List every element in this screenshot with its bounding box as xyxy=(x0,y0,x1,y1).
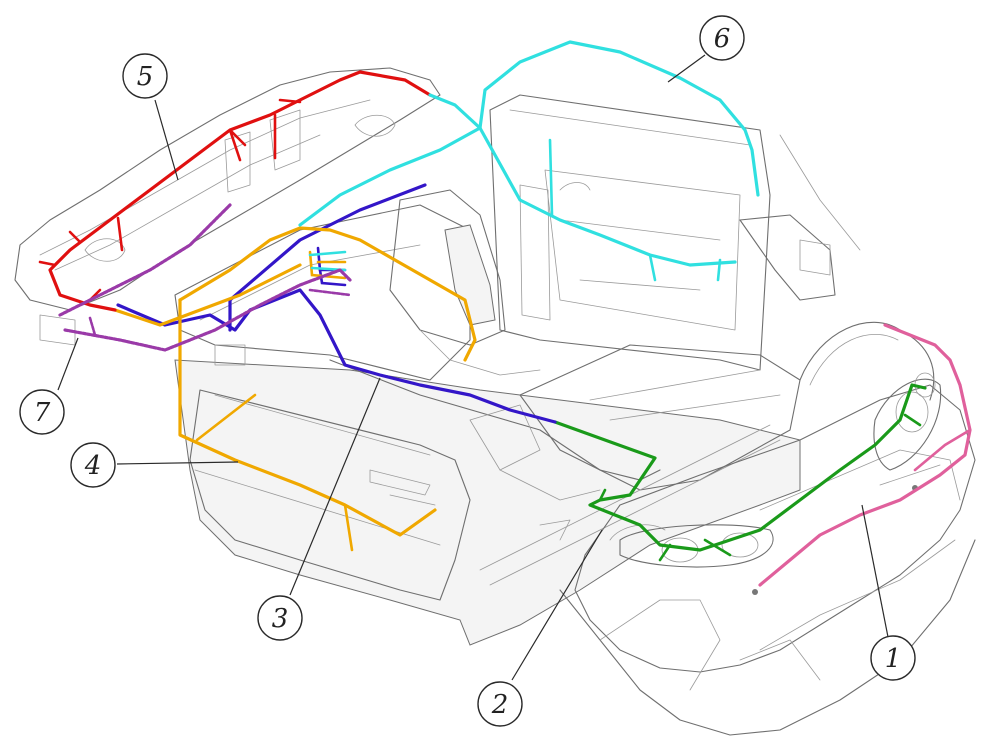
rear-suspension xyxy=(739,214,836,301)
leader-4 xyxy=(116,461,239,465)
harness-4-branch-a xyxy=(195,393,257,442)
harness-5-route xyxy=(48,70,432,312)
harness-5-branch-e xyxy=(68,230,82,244)
harness-3-upper xyxy=(228,183,427,332)
rear-lamp-right xyxy=(873,378,942,471)
callout-2: 2 xyxy=(477,681,523,727)
car-body xyxy=(14,67,976,736)
seat xyxy=(389,189,506,346)
harness-6-branch-c xyxy=(716,258,722,282)
harness-7-branch-b xyxy=(308,288,352,297)
harness-6 xyxy=(298,40,760,282)
harness-5-branch-f xyxy=(38,260,57,267)
leader-5 xyxy=(154,99,179,181)
harness-4 xyxy=(113,226,477,552)
rear-deck xyxy=(519,344,801,491)
leader-1 xyxy=(861,504,889,638)
harness-3-branch-b xyxy=(318,268,347,287)
harness-5 xyxy=(38,70,432,312)
callout-5: 5 xyxy=(122,53,168,99)
callout-3: 3 xyxy=(257,595,303,641)
harness-7-branch-a xyxy=(88,316,97,337)
harness-5-branch-d xyxy=(116,216,124,252)
harness-4-branch-c xyxy=(308,250,347,280)
harness-2-branch-c xyxy=(658,543,672,562)
harness-3-route xyxy=(116,288,557,424)
callout-1: 1 xyxy=(870,635,916,681)
harness-2-branch-a xyxy=(903,413,922,427)
callout-5-label: 5 xyxy=(137,62,154,92)
callout-4: 4 xyxy=(70,442,116,488)
rear-fascia xyxy=(574,384,976,673)
leader-6 xyxy=(667,54,706,83)
callouts: 1 2 3 4 5 6 7 xyxy=(19,15,916,727)
harness-1 xyxy=(758,323,972,587)
harness-4-sill xyxy=(178,298,437,537)
harness-7-upper xyxy=(58,203,232,317)
harness-5-branch-c xyxy=(228,128,247,162)
harness-6-route xyxy=(298,40,760,227)
rear-wheel-arch xyxy=(799,321,935,401)
harness-6-lower xyxy=(478,126,737,267)
harness-4-route xyxy=(178,226,477,362)
callout-6: 6 xyxy=(699,15,745,61)
harness-6-upper-left xyxy=(428,93,482,130)
callout-1-label: 1 xyxy=(885,644,902,674)
harness-2-branch-b xyxy=(703,538,732,557)
harness-2 xyxy=(553,383,927,562)
harness-2-route xyxy=(553,383,927,552)
central-tunnel xyxy=(329,359,661,481)
door-sill xyxy=(189,389,471,601)
callout-7-label: 7 xyxy=(34,398,51,428)
harness-7 xyxy=(58,203,352,352)
floor-pan xyxy=(174,359,801,646)
rear-lamp-left xyxy=(619,524,774,568)
leader-2 xyxy=(511,529,603,681)
rear-diffuser xyxy=(559,539,976,736)
harness-7-route xyxy=(63,268,352,352)
callout-7: 7 xyxy=(19,389,65,435)
harness-1-route xyxy=(758,323,972,587)
harness-6-branch-a xyxy=(548,138,554,217)
front-clam xyxy=(14,67,441,311)
harness-6-branch-b xyxy=(648,253,657,282)
callout-6-label: 6 xyxy=(714,24,731,54)
harness-1-branch xyxy=(913,428,972,472)
leader-7 xyxy=(57,337,79,391)
harness-4-branch-b xyxy=(343,503,354,552)
wiring-harnesses xyxy=(38,40,972,587)
harness-4-inner xyxy=(113,263,302,327)
harness-6-branch-d xyxy=(308,250,347,257)
harness-2-branch-d xyxy=(598,488,607,502)
callout-2-label: 2 xyxy=(491,690,509,720)
harness-5-branch-a xyxy=(278,98,302,104)
callout-3-label: 3 xyxy=(272,604,289,634)
callout-4-label: 4 xyxy=(84,451,102,481)
leader-3 xyxy=(289,377,381,596)
